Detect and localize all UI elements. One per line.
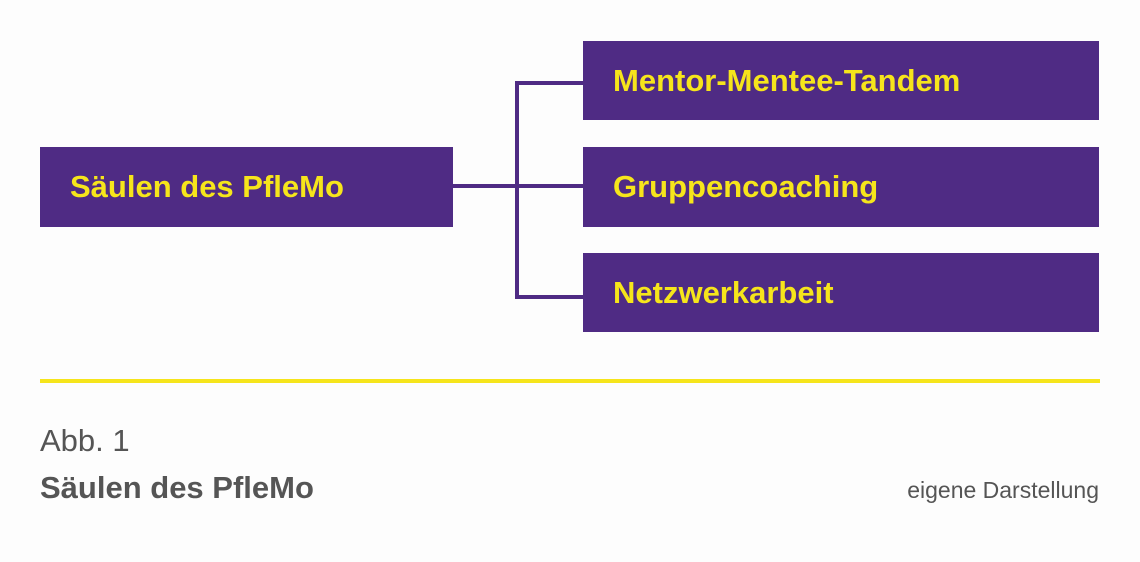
figure-source: eigene Darstellung	[907, 477, 1099, 503]
child-node-mentor-tandem: Mentor-Mentee-Tandem	[583, 41, 1099, 120]
child-node-netzwerkarbeit: Netzwerkarbeit	[583, 253, 1099, 332]
child-node-gruppencoaching: Gruppencoaching	[583, 147, 1099, 227]
root-node: Säulen des PfleMo	[40, 147, 453, 227]
child-node-label: Netzwerkarbeit	[613, 274, 834, 310]
child-node-label: Gruppencoaching	[613, 169, 879, 204]
figure-number: Abb. 1	[40, 423, 130, 458]
caption-divider	[40, 379, 1100, 383]
root-node-label: Säulen des PfleMo	[70, 169, 344, 204]
figure-title: Säulen des PfleMo	[40, 470, 314, 505]
child-node-label: Mentor-Mentee-Tandem	[613, 62, 961, 98]
